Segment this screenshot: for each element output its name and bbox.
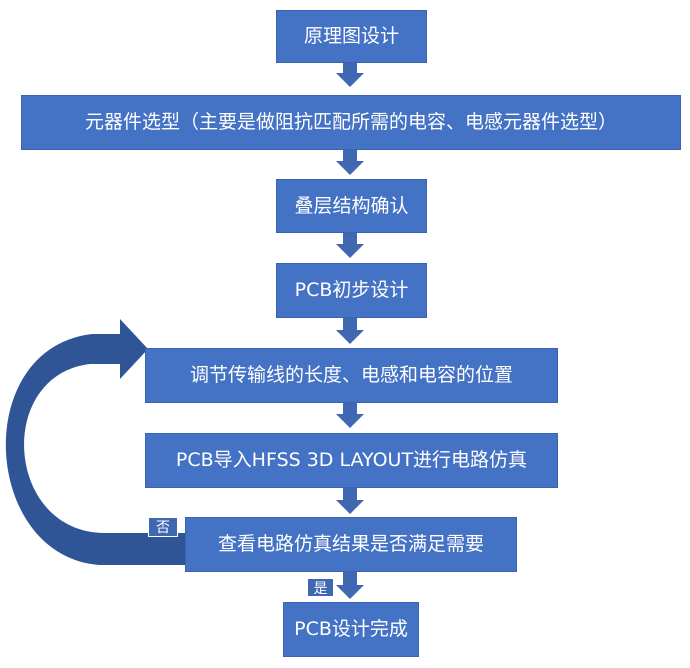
step-pcb-design-complete: PCB设计完成 — [283, 602, 419, 657]
step-pcb-initial-design: PCB初步设计 — [276, 263, 427, 318]
step-adjust-layout: 调节传输线的长度、电感和电容的位置 — [145, 348, 558, 403]
step-stackup-confirm: 叠层结构确认 — [276, 179, 427, 233]
loop-arrow-body — [5, 319, 185, 565]
arrow-1 — [336, 63, 364, 87]
branch-no-label: 否 — [148, 517, 178, 537]
step-schematic-design: 原理图设计 — [276, 10, 427, 63]
arrow-4 — [336, 318, 364, 344]
arrow-3 — [336, 233, 364, 258]
step-component-selection: 元器件选型（主要是做阻抗匹配所需的电容、电感元器件选型） — [21, 95, 681, 150]
arrow-7 — [336, 572, 364, 599]
arrow-2 — [336, 150, 364, 175]
arrow-5 — [336, 403, 364, 428]
branch-yes-label: 是 — [307, 578, 334, 597]
step-check-results: 查看电路仿真结果是否满足需要 — [185, 517, 517, 572]
arrow-6 — [336, 488, 364, 514]
step-hfss-simulation: PCB导入HFSS 3D LAYOUT进行电路仿真 — [145, 433, 558, 488]
